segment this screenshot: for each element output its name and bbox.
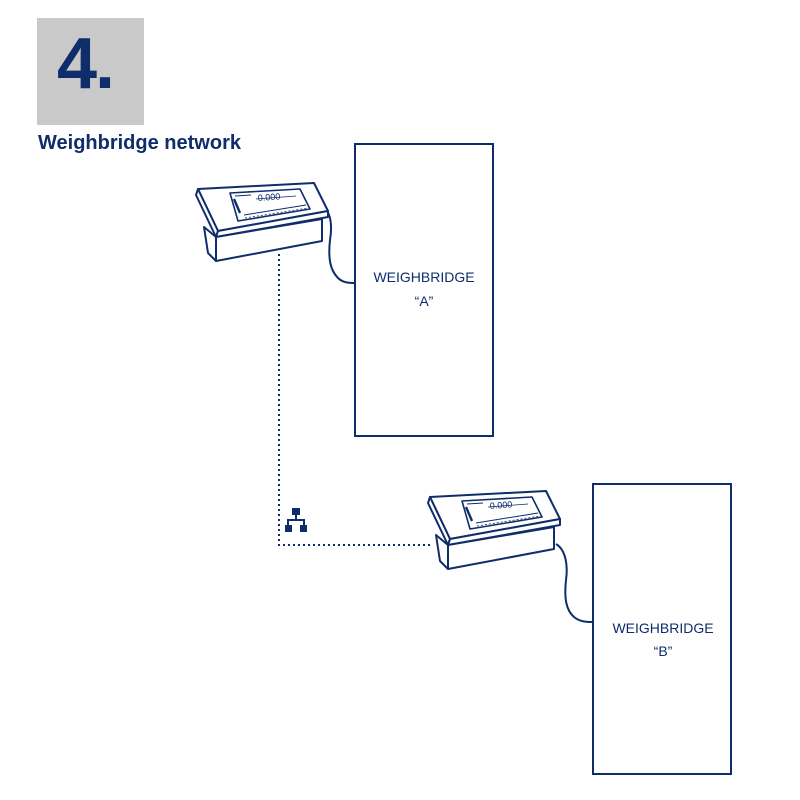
weighbridge-a [354,143,494,437]
cable-a [321,205,356,284]
step-number: 4. [57,24,115,104]
network-icon [285,508,307,532]
cable-b [555,543,594,623]
weighbridge-b-label-line2: “B” [654,643,673,659]
terminal-a-display: 0.000 [257,191,280,203]
step-badge: 4. [37,18,144,125]
weighbridge-b-label-line1: WEIGHBRIDGE [612,620,713,636]
terminal-a: 0.000 [194,181,330,263]
terminal-b-display: 0.000 [489,499,512,511]
weighbridge-b [592,483,732,775]
weighbridge-a-label-line2: “A” [415,293,434,309]
page-title: Weighbridge network [38,132,241,154]
weighbridge-a-label-line1: WEIGHBRIDGE [373,269,474,285]
network-link [278,254,433,546]
terminal-b: 0.000 [426,489,562,571]
